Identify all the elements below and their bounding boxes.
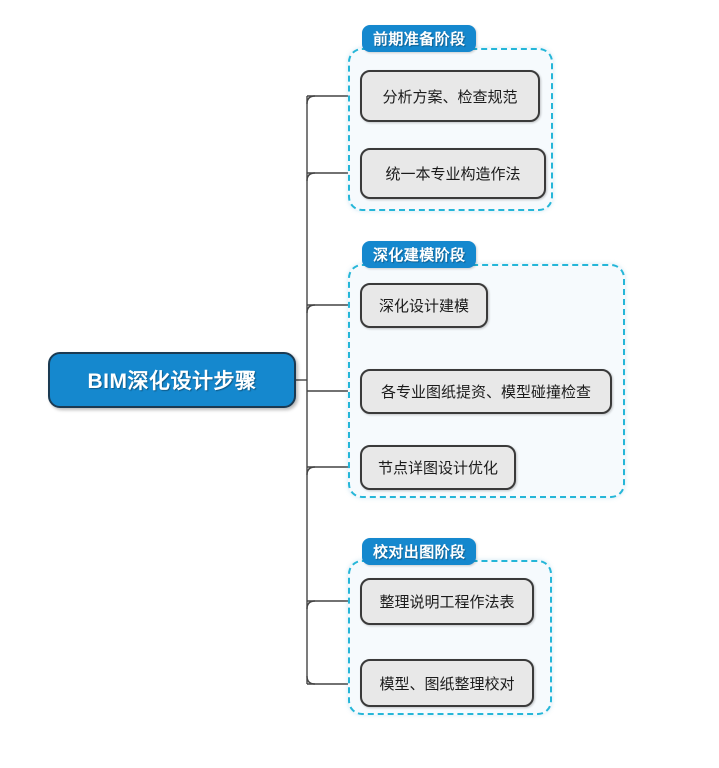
leaf-node-label-1-2: 统一本专业构造作法 [385, 166, 521, 183]
leaf-node-label-1-1: 分析方案、检查规范 [382, 88, 518, 106]
leaf-node-2-2[interactable]: 各专业图纸提资、模型碰撞检查 [360, 369, 612, 414]
leaf-node-3-2[interactable]: 模型、图纸整理校对 [360, 659, 534, 707]
group-tag-1[interactable]: 前期准备阶段 [362, 25, 477, 52]
leaf-node-3-1[interactable]: 整理说明工程作法表 [360, 578, 534, 625]
group-tag-label-3: 校对出图阶段 [373, 544, 466, 561]
leaf-node-1-1[interactable]: 分析方案、检查规范 [360, 70, 540, 122]
group-tag-label-2: 深化建模阶段 [373, 247, 466, 264]
leaf-node-label-2-1: 深化设计建模 [378, 298, 469, 315]
elbow-2-1 [306, 304, 316, 314]
elbow-1-1 [306, 95, 316, 105]
group-tag-label-1: 前期准备阶段 [373, 31, 466, 48]
leaf-node-label-3-1: 整理说明工程作法表 [379, 594, 515, 611]
leaf-node-2-1[interactable]: 深化设计建模 [360, 283, 488, 328]
root-node-label: BIM深化设计步骤 [87, 370, 257, 393]
elbow-3-1 [306, 600, 316, 610]
leaf-node-label-3-2: 模型、图纸整理校对 [379, 675, 515, 693]
leaf-node-label-2-3: 节点详图设计优化 [377, 460, 498, 477]
elbow-3-2 [306, 675, 316, 685]
leaf-node-1-2[interactable]: 统一本专业构造作法 [360, 148, 546, 199]
root-node[interactable]: BIM深化设计步骤 [48, 352, 296, 408]
leaf-node-label-2-2: 各专业图纸提资、模型碰撞检查 [380, 384, 591, 401]
group-tag-2[interactable]: 深化建模阶段 [362, 241, 477, 268]
elbow-1-2 [306, 172, 316, 182]
leaf-node-2-3[interactable]: 节点详图设计优化 [360, 445, 516, 490]
group-tag-3[interactable]: 校对出图阶段 [362, 538, 477, 565]
elbow-2-3 [306, 466, 316, 476]
